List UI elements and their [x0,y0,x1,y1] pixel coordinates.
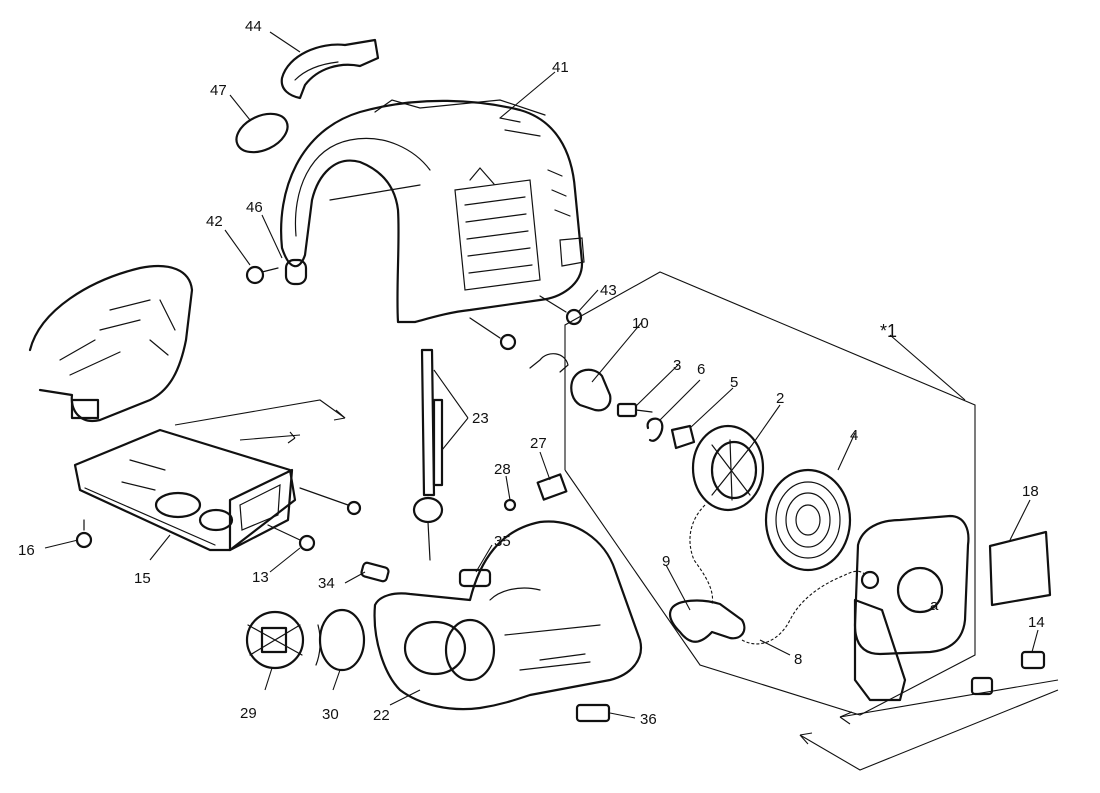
callout-a: a [930,597,939,614]
bolt-part-15-side [299,487,362,516]
callout-46: 46 [246,199,263,216]
callout-41: 41 [552,59,569,76]
recoil-reel-part-2 [691,424,765,512]
explode-arrows-left [174,399,346,444]
cap-gasket-part-30 [315,608,366,672]
callout-13: 13 [252,569,269,586]
callout-28: 28 [494,461,511,478]
starter-case [853,514,970,702]
clip-part-6 [646,417,664,442]
base-plate-part-15 [73,428,297,552]
callout-8: 8 [794,651,802,668]
callout-4: 4 [850,427,858,444]
callout-labels: 44 47 41 42 46 43 10 *1 3 6 5 2 4 18 14 … [18,18,1045,728]
callout-15: 15 [134,570,151,587]
screw-part-16 [75,519,93,549]
callout-10: 10 [632,315,649,332]
explode-arrows-right [799,679,1059,771]
grommet-part-34 [360,561,390,583]
callout-35: 35 [494,533,511,550]
fuel-pipe-part-23 [412,348,444,561]
callout-5: 5 [730,374,738,391]
callout-16: 16 [18,542,35,559]
callout-34: 34 [318,575,335,592]
callout-23: 23 [472,410,489,427]
callout-43: 43 [600,282,617,299]
engine-cover-part-41 [280,99,585,324]
fuel-cap-part-29 [245,610,305,670]
starter-grip-part-9 [669,599,746,643]
clip-part-44 [280,38,380,100]
bolt-part-3 [616,402,653,418]
label-part-18 [988,530,1052,607]
callout-27: 27 [530,435,547,452]
callout-47: 47 [210,82,227,99]
spiral-spring-part-4 [764,468,852,572]
screw-part-13 [267,524,316,552]
label-oval-part-47 [235,112,289,154]
callout-18: 18 [1022,483,1039,500]
callout-9: 9 [662,553,670,570]
callout-2: 2 [776,390,784,407]
pawl-part-5 [670,424,696,450]
pawl-holder-part-10 [529,353,612,412]
callout-6: 6 [697,361,705,378]
engine-body-fragment [28,264,194,423]
callout-29: 29 [240,705,257,722]
callout-22: 22 [373,707,390,724]
callout-36: 36 [640,711,657,728]
callout-44: 44 [245,18,262,35]
callout-leaders [44,31,1039,719]
nut-part-28 [503,498,517,512]
callout-3: 3 [673,357,681,374]
screw-part-42 [245,265,279,285]
callout-42: 42 [206,213,223,230]
fuel-tank-part-22 [373,520,643,711]
assembly-boundary-1 [564,271,976,716]
grommet-part-46 [284,258,308,286]
starter-rope-part-8 [689,504,867,645]
screw-part-43 [469,295,583,351]
grommet-part-35 [458,568,492,588]
callout-star-1: *1 [880,321,897,341]
callout-14: 14 [1028,614,1045,631]
callout-30: 30 [322,706,339,723]
bushing-part-14 [1020,650,1046,670]
bushing-lower [970,676,994,696]
cushion-part-36 [575,703,611,723]
fitting-part-27 [536,473,568,501]
